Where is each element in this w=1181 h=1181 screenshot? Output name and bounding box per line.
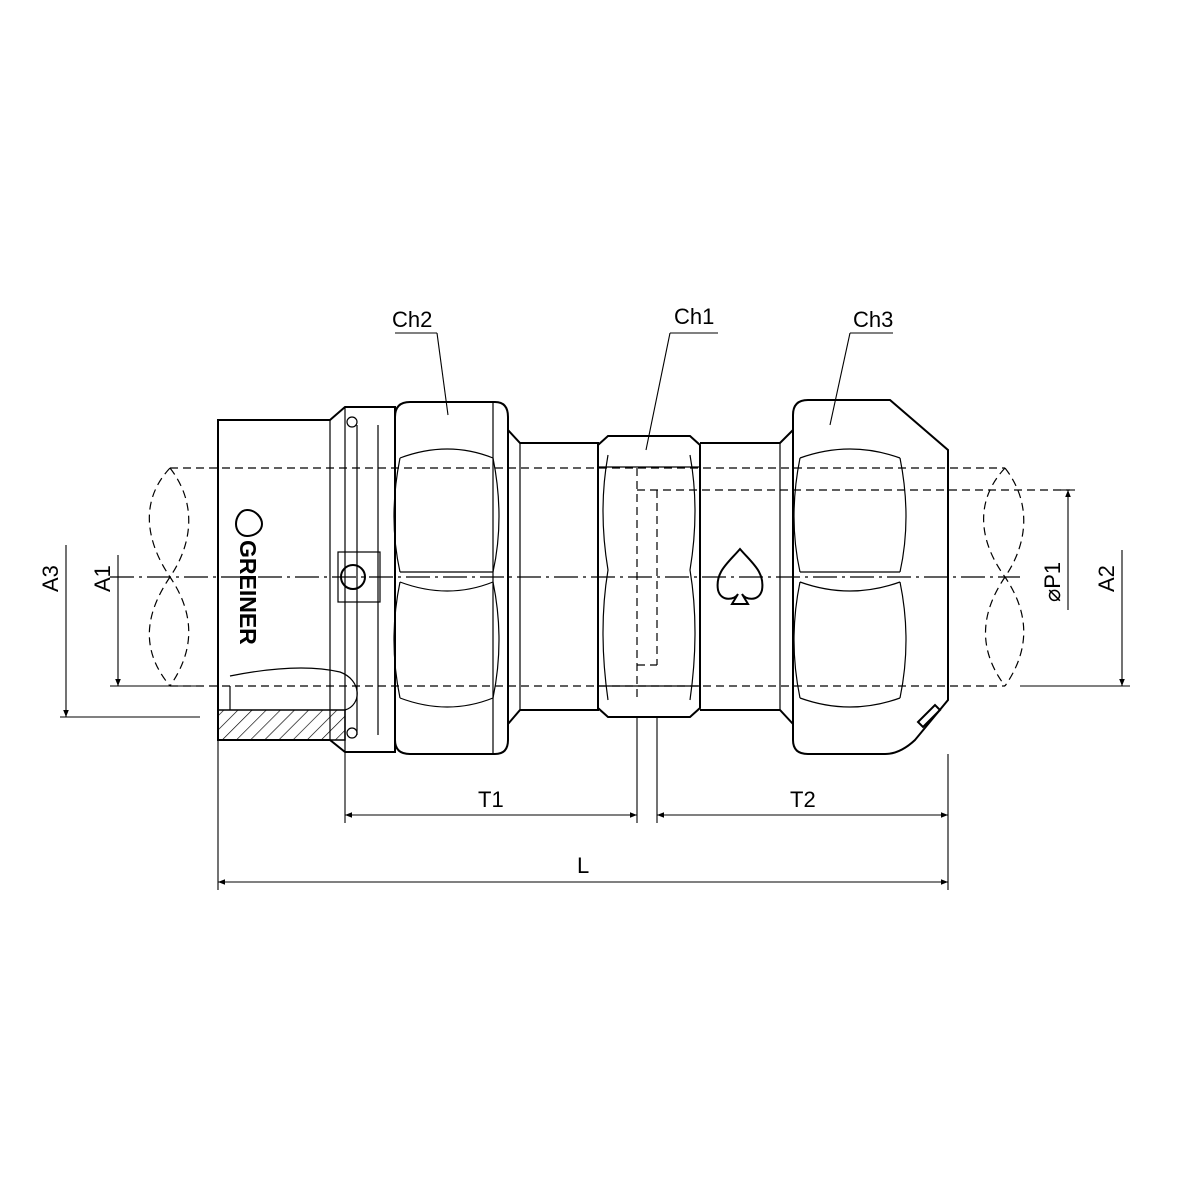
spade-emblem-icon	[716, 547, 764, 605]
label-p1: ⌀P1	[1040, 562, 1065, 602]
label-ch1: Ch1	[674, 304, 714, 329]
leader-lines	[395, 332, 893, 451]
label-ch2: Ch2	[392, 307, 432, 332]
nut-ch2	[393, 401, 509, 755]
label-a1: A1	[90, 565, 115, 592]
label-l: L	[577, 853, 589, 878]
label-t1: T1	[478, 787, 504, 812]
dimension-lines	[60, 489, 1130, 890]
greiner-logo-icon	[234, 508, 264, 538]
hex-ch1	[597, 435, 1070, 718]
hatched-section	[217, 667, 358, 741]
label-ch3: Ch3	[853, 307, 893, 332]
label-t2: T2	[790, 787, 816, 812]
nut-ch3	[792, 399, 949, 755]
svg-text:GREINER: GREINER	[235, 540, 261, 645]
label-a2: A2	[1094, 565, 1119, 592]
label-a3: A3	[38, 565, 63, 592]
greiner-logo: GREINER	[234, 508, 264, 645]
